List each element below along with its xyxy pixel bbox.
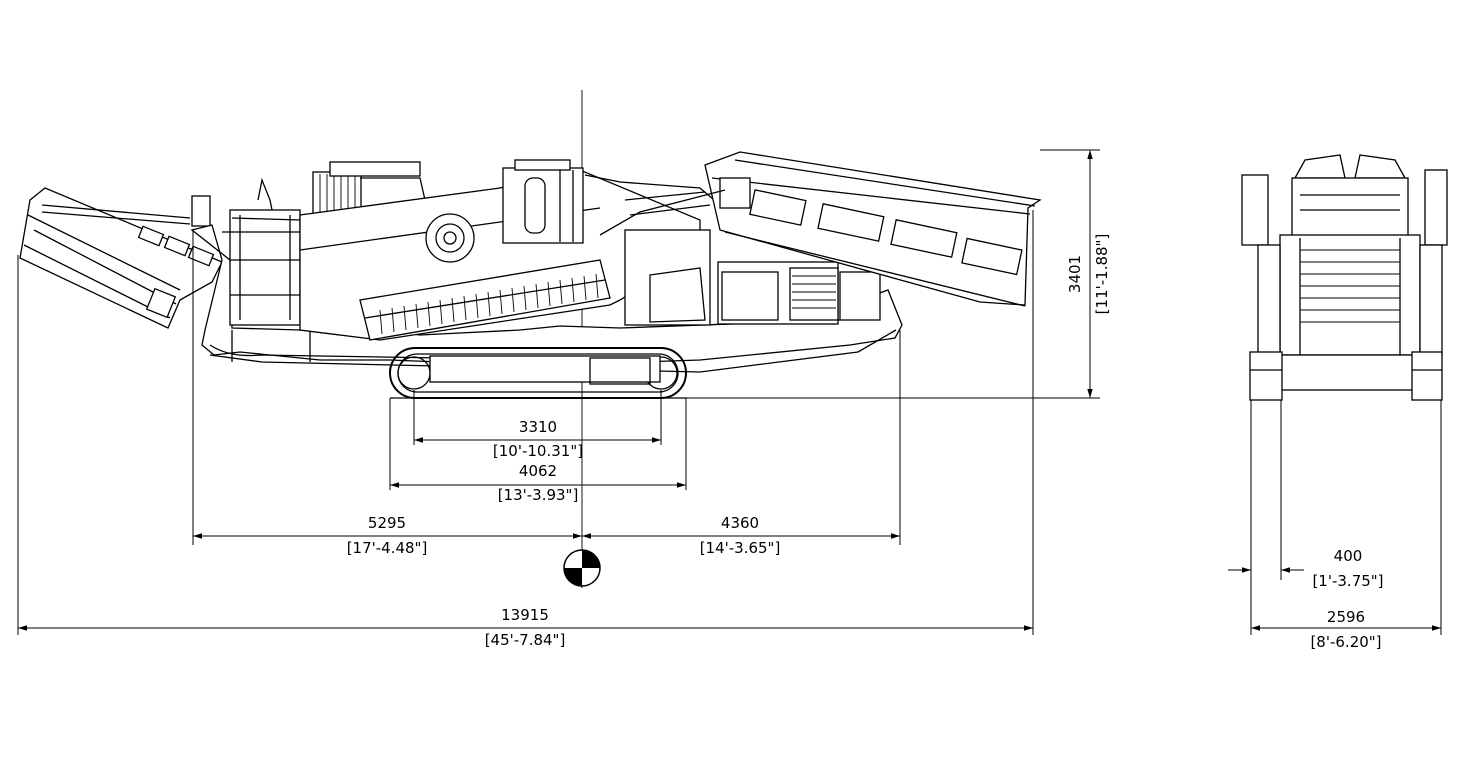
side-compartment	[624, 229, 881, 326]
discharge-conveyor	[599, 151, 1042, 307]
center-of-gravity-icon	[563, 549, 601, 587]
dim-track-center-value: 3310	[519, 418, 557, 436]
left-track-end	[1249, 351, 1283, 401]
dim-overall-length-imperial: [45'-7.84"]	[485, 631, 566, 649]
dim-front-value: 4360	[721, 514, 759, 532]
side-elevation-view: 3310 [10'-10.31"] 4062 [13'-3.93"] 5295 …	[17, 90, 1111, 649]
dim-front-imperial: [14'-3.65"]	[700, 539, 781, 557]
dim-rear-imperial: [17'-4.48"]	[347, 539, 428, 557]
dim-height-imperial: [11'-1.88"]	[1093, 234, 1111, 315]
end-elevation-view: 400 [1'-3.75"] 2596 [8'-6.20"]	[1228, 154, 1448, 651]
dim-track-length-imperial: [13'-3.93"]	[498, 486, 579, 504]
dim-overall-width-imperial: [8'-6.20"]	[1310, 633, 1381, 651]
dim-track-width-value: 400	[1334, 547, 1363, 565]
dim-track-width-imperial: [1'-3.75"]	[1312, 572, 1383, 590]
screen-box	[299, 159, 721, 341]
dim-height-value: 3401	[1066, 255, 1084, 293]
dim-track-length-value: 4062	[519, 462, 557, 480]
dim-overall-length-value: 13915	[501, 606, 549, 624]
right-track-end	[1411, 351, 1443, 401]
dim-rear-value: 5295	[368, 514, 406, 532]
tail-conveyor	[19, 187, 223, 329]
dim-track-center-imperial: [10'-10.31"]	[493, 442, 583, 460]
crawler-track	[389, 347, 687, 399]
screen-mesh	[379, 273, 599, 335]
dim-overall-width-value: 2596	[1327, 608, 1365, 626]
vibrator-motor	[425, 213, 475, 263]
